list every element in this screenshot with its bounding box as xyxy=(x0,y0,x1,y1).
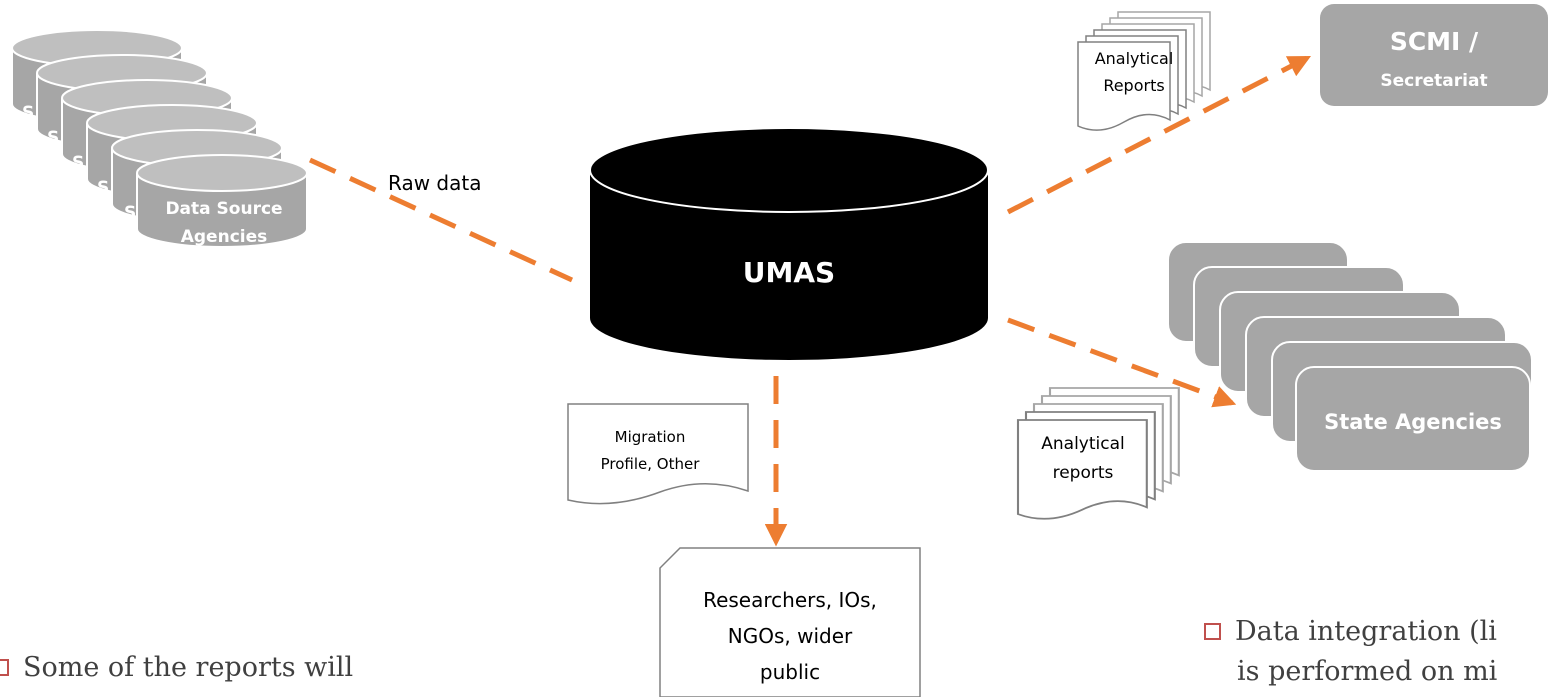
public-audience-box: Researchers, IOs, NGOs, wider public xyxy=(659,547,921,697)
source-databases: S S S S S Data Source Agencies xyxy=(11,29,308,248)
bullet-right-line1: Data integration (li xyxy=(1235,616,1497,647)
source-db-1-label: S xyxy=(22,103,34,123)
bullet-box-icon xyxy=(0,659,9,676)
bullet-right: Data integration (li is performed on mi xyxy=(1204,612,1497,692)
umas-label: UMAS xyxy=(743,256,835,289)
scmi-arrow xyxy=(1006,55,1312,215)
state-agencies-label: State Agencies xyxy=(1324,410,1502,434)
raw-data-arrow xyxy=(308,157,574,283)
analytical-reports-top-doc: Analytical Reports xyxy=(1077,11,1211,131)
public-line3: public xyxy=(760,660,820,684)
report-top-line1: Analytical xyxy=(1095,49,1174,68)
source-db-4-label: S xyxy=(97,178,109,198)
umas-database: UMAS xyxy=(589,127,989,360)
report-bottom-line2: Profile, Other xyxy=(601,455,701,473)
state-agencies-stack: State Agencies xyxy=(1167,241,1533,472)
source-db-label-line2: Agencies xyxy=(181,227,268,247)
scmi-subtitle: Secretariat xyxy=(1380,71,1487,91)
bullet-left-text: Some of the reports will xyxy=(23,652,354,683)
report-bottom-line1: Migration xyxy=(615,428,686,446)
report-mid-line1: Analytical xyxy=(1041,434,1124,454)
bullet-right-line2: is performed on mi xyxy=(1237,656,1498,687)
source-db-5-label: S xyxy=(124,203,136,223)
public-line1: Researchers, IOs, xyxy=(703,588,877,612)
state-arrow xyxy=(1007,317,1237,408)
scmi-title: SCMI / xyxy=(1390,27,1479,56)
report-mid-line2: reports xyxy=(1053,463,1114,483)
migration-profile-doc: Migration Profile, Other xyxy=(567,403,749,505)
source-db-3-label: S xyxy=(72,153,84,173)
report-top-line2: Reports xyxy=(1103,76,1164,95)
bullet-box-icon xyxy=(1204,623,1221,640)
analytical-reports-mid-doc: Analytical reports xyxy=(1016,386,1180,520)
source-db-2-label: S xyxy=(47,128,59,148)
scmi-box: SCMI / Secretariat xyxy=(1320,4,1548,106)
bullet-left: Some of the reports will xyxy=(0,652,353,683)
raw-data-label: Raw data xyxy=(388,171,481,195)
public-line2: NGOs, wider xyxy=(728,624,853,648)
source-db-label-line1: Data Source xyxy=(165,199,282,219)
